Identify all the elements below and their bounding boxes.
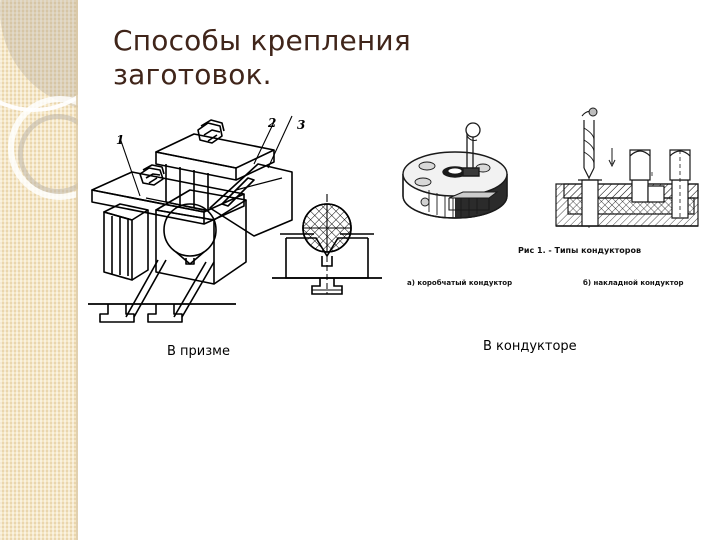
figure-caption-variant-a: а) коробчатый кондуктор — [407, 279, 513, 287]
label-jig-method: В кондукторе — [483, 339, 577, 354]
callout-number-2: 2 — [268, 116, 277, 130]
callout-number-1: 1 — [116, 133, 125, 147]
page-title: Способы крепления заготовок. — [113, 24, 411, 91]
figure-title-caption: Рис 1. - Типы кондукторов — [518, 246, 642, 255]
decorative-ring-large-icon — [0, 0, 78, 112]
label-v-block-method: В призме — [167, 344, 230, 359]
callout-number-3: 3 — [297, 118, 306, 132]
plate-type-drill-jig-section — [548, 106, 708, 238]
isometric-prism-clamping-fixture — [86, 112, 294, 327]
box-type-drill-jig — [393, 122, 518, 242]
decorative-sidebar — [0, 0, 78, 540]
v-block-cross-section — [272, 190, 382, 305]
figure-caption-variant-b: б) накладной кондуктор — [583, 279, 684, 287]
decorative-ring-medium-icon — [8, 96, 78, 200]
sidebar-edge-divider — [76, 0, 78, 540]
